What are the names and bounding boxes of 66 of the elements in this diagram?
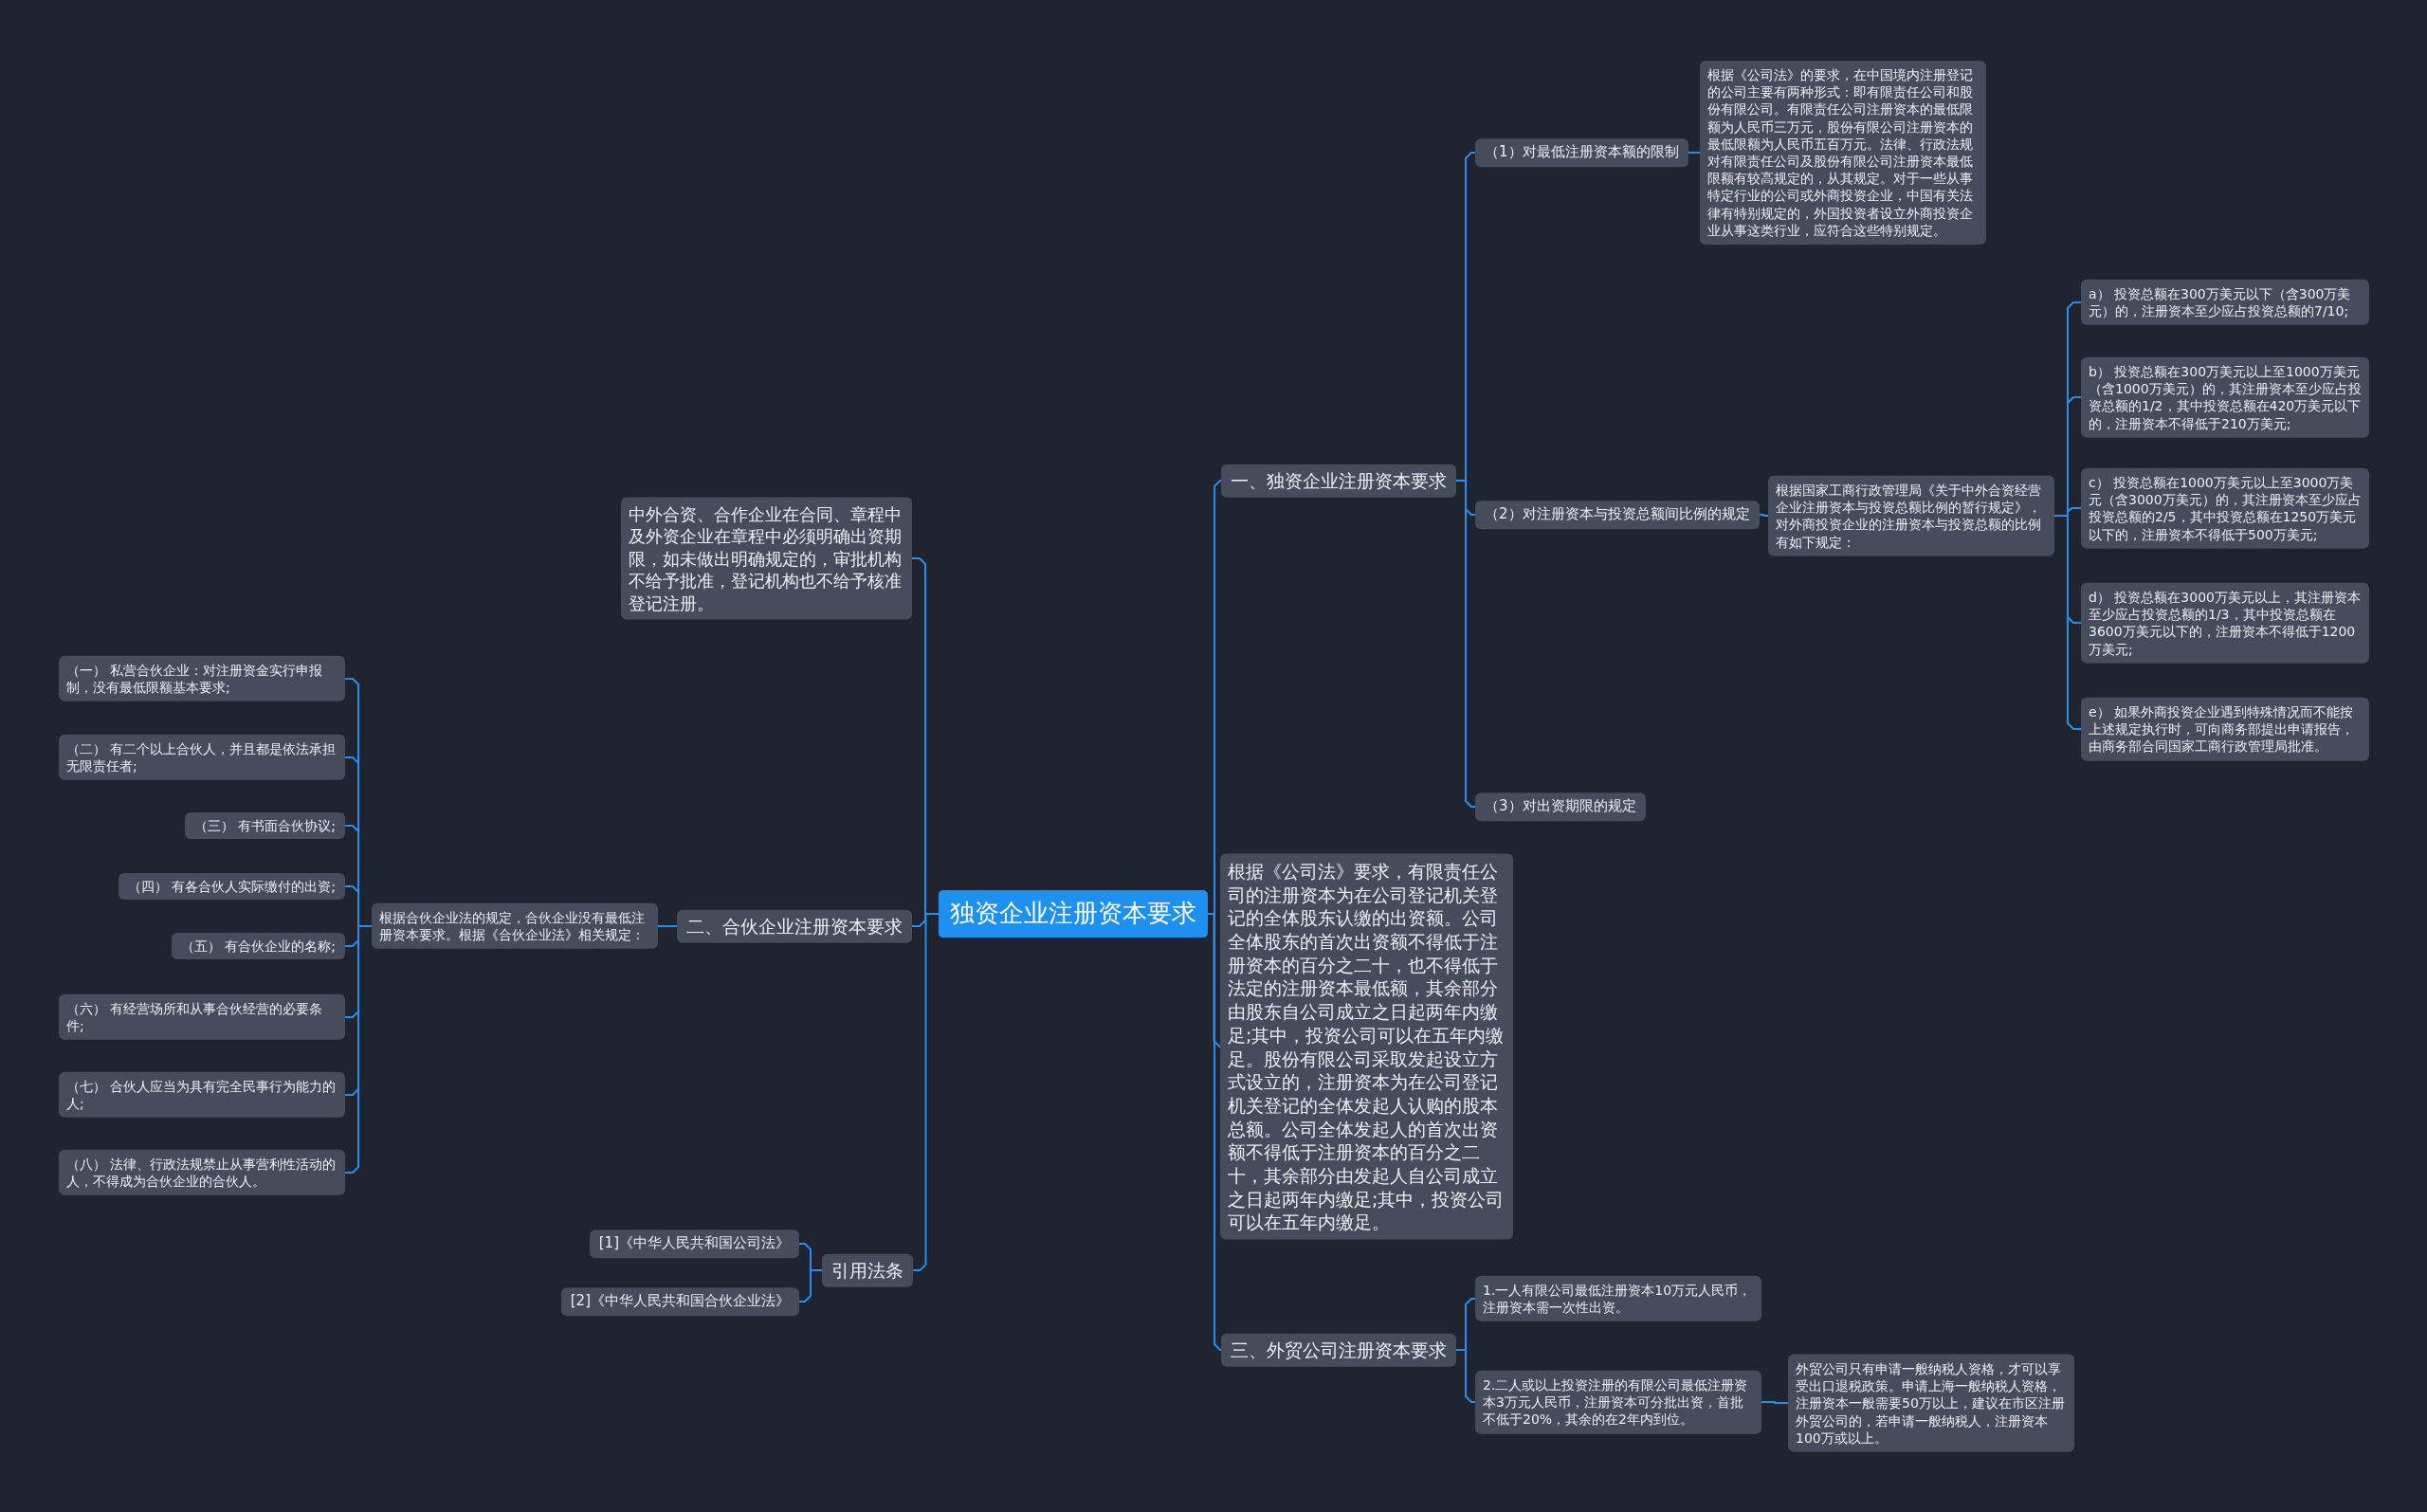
topic-text: 根据国家工商行政管理局《关于中外合资经营企业注册资本与投资总额比例的暂行规定》，对外商投资企业的注册资本与投资总额的比例有如下规定：	[1776, 481, 2042, 551]
connector-line	[1687, 152, 1701, 154]
topic-text: 根据《公司法》的要求，在中国境内注册登记的公司主要有两种形式：即有限责任公司和股份有限公司。有限责任公司注册资本的最低限额为人民币三万元，股份有限公司注册资本的最低限额为人民币五百万元。法律、行政法规对有限责任公司及股份有限公司注册资本最低限额有较高规定的，从其规定。对于一些从事特定行业的公司或外商投资企业，中国有关法律有特别规定的，外国投资者设立外商投资企业从事这类行业，应符合这些特别规定。	[1707, 66, 1974, 239]
topic-text: d） 投资总额在3000万美元以上，其注册资本至少应占投资总额的1/3，其中投资总额在3600万美元以下的，注册资本不得低于1200万美元;	[2089, 588, 2362, 658]
topic-text: 2.二人或以上投资注册的有限公司最低注册资本3万元人民币，注册资本可分批出资，首批不低于20%，其余的在2年内到位。	[1483, 1375, 1749, 1429]
topic-text: 三、外贸公司注册资本要求	[1231, 1338, 1447, 1362]
topic-box	[372, 902, 658, 950]
topic-box	[2081, 467, 2369, 549]
topic-text: （二） 有二个以上合伙人，并且都是依法承担无限责任者;	[66, 739, 338, 775]
connector-line	[1761, 1401, 1789, 1404]
topic-box	[2081, 356, 2369, 438]
topic-box	[1221, 464, 1456, 498]
topic-text: 一、独资企业注册资本要求	[1231, 468, 1447, 493]
topic-box	[118, 872, 345, 901]
topic-box	[1788, 1354, 2074, 1452]
topic-box	[59, 1149, 345, 1196]
connector-line	[1455, 1349, 1476, 1403]
topic-box	[2081, 279, 2369, 326]
topic-box	[59, 655, 345, 702]
topic-text: 外贸公司只有申请一般纳税人资格，才可以享受出口退税政策。申请上海一般纳税人资格，注册资本一般需要50万以上，建议在市区注册外贸公司的，若申请一般纳税人，注册资本100万或以上。	[1796, 1359, 2066, 1447]
topic-text: c） 投资总额在1000万美元以上至3000万美元（含3000万美元）的，其注册资本至少应占投资总额的2/5，其中投资总额在1250万美元以下的，注册资本不得低于500万美元;	[2089, 473, 2362, 543]
topic-box	[1475, 138, 1688, 167]
topic-text: 独资企业注册资本要求	[950, 898, 1196, 930]
topic-box	[1475, 1370, 1761, 1434]
topic-text: （一） 私营合伙企业：对注册资金实行申报制，没有最低限额基本要求;	[66, 661, 324, 697]
topic-text: 1.一人有限公司最低注册资本10万元人民币，注册资本需一次性出资。	[1483, 1281, 1753, 1317]
topic-text: （八） 法律、行政法规禁止从事营利性活动的人，不得成为合伙企业的合伙人。	[66, 1155, 338, 1191]
topic-box	[822, 1253, 913, 1287]
topic-text: （1）对最低注册资本额的限制	[1485, 143, 1679, 162]
topic-text: （七） 合伙人应当为具有完全民事行为能力的人;	[66, 1077, 338, 1113]
topic-box	[184, 811, 345, 840]
topic-box	[2081, 697, 2369, 761]
topic-box	[1475, 792, 1646, 821]
topic-text: 中外合资、合作企业在合同、章程中及外资企业在章程中必须明确出资期限，如未做出明确规定的，审批机构不给予批准，登记机构也不给予核准登记注册。	[629, 502, 903, 614]
topic-box	[59, 1071, 345, 1119]
topic-box	[1221, 1333, 1456, 1367]
topic-text: [2]《中华人民共和国合伙企业法》	[570, 1292, 790, 1311]
topic-text: （2）对注册资本与投资总额间比例的规定	[1485, 505, 1750, 524]
topic-box	[1475, 1275, 1761, 1322]
topic-text: 二、合伙企业注册资本要求	[686, 914, 903, 938]
topic-text: 根据《公司法》要求，有限责任公司的注册资本为在公司登记机关登记的全体股东认缴的出资额。公司全体股东的首次出资额不得低于注册资本的百分之二十，也不得低于法定的注册资本最低额，其余部分由股东自公司成立之日起两年内缴足;其中，投资公司可以在五年内缴足。股份有限公司采取发起设立方式设立的，注册资本为在公司登记机关登记的全体发起人认购的股本总额。公司全体发起人的首次出资额不得低于注册资本的百分之二十，其余部分由发起人自公司成立之日起两年内缴足;其中，投资公司可以在五年内缴足。	[1228, 859, 1505, 1234]
topic-text: 根据合伙企业法的规定，合伙企业没有最低注册资本要求。根据《合伙企业法》相关规定：	[379, 908, 646, 944]
topic-box	[2081, 582, 2369, 664]
topic-text: （四） 有各合伙人实际缴付的出资;	[127, 877, 336, 896]
topic-box	[59, 734, 345, 781]
topic-text: （三） 有书面合伙协议;	[193, 816, 336, 835]
topic-text: b） 投资总额在300万美元以上至1000万美元（含1000万美元）的，其注册资本至少应占投资总额的1/2，其中投资总额在420万美元以下的，注册资本不得低于210万美元;	[2089, 362, 2362, 432]
connector-line	[1758, 514, 1769, 517]
central-topic-box	[939, 890, 1208, 938]
topic-text: 引用法条	[831, 1258, 903, 1283]
topic-text: [1]《中华人民共和国公司法》	[598, 1234, 790, 1253]
topic-box	[560, 1287, 799, 1316]
topic-text: a） 投资总额在300万美元以下（含300万美元）的，注册资本至少应占投资总额的7/10;	[2089, 284, 2352, 320]
topic-box	[677, 909, 912, 943]
connector-line	[657, 925, 678, 927]
topic-box	[171, 932, 345, 960]
topic-text: e） 如果外商投资企业遇到特殊情况而不能按上述规定执行时，可向商务部提出申请报告，由商务部合同国家工商行政管理局批准。	[2089, 702, 2355, 756]
connector-line	[798, 1269, 823, 1303]
topic-box	[1768, 475, 2054, 556]
connector-line	[1455, 480, 1476, 808]
topic-box	[589, 1230, 799, 1258]
topic-text: （3）对出资期限的规定	[1485, 797, 1636, 816]
topic-text: （五） 有合伙企业的名称;	[180, 937, 336, 956]
topic-box	[59, 993, 345, 1041]
topic-box	[1475, 501, 1760, 529]
topic-text: （六） 有经营场所和从事合伙经营的必要条件;	[66, 999, 324, 1035]
